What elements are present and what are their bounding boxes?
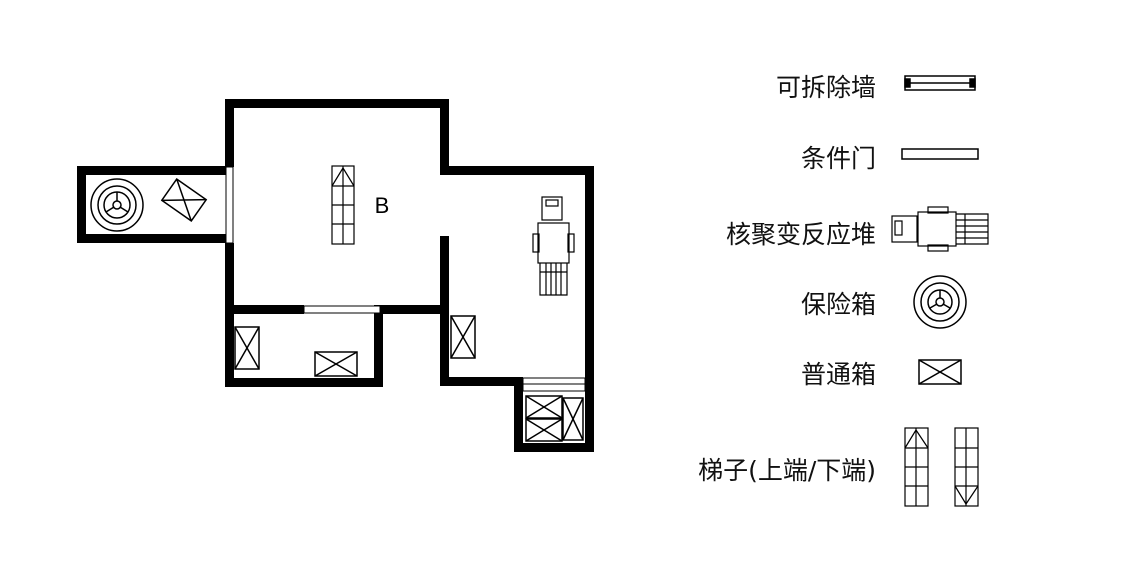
fusion-reactor-icon: [891, 206, 989, 252]
crate-icon[interactable]: [562, 397, 584, 441]
legend-label-removable-wall: 可拆除墙: [775, 73, 876, 102]
legend-label-crate: 普通箱: [800, 360, 876, 389]
removable-wall-icon: [904, 75, 976, 91]
legend-label-conditional-door: 条件门: [800, 144, 876, 173]
removable-wall-right[interactable]: [522, 377, 586, 392]
crate-icon[interactable]: [525, 395, 563, 419]
conditional-door-left[interactable]: [225, 166, 234, 244]
room-label-b: B: [375, 193, 390, 218]
fusion-reactor-icon[interactable]: [532, 196, 575, 296]
ladder-icon[interactable]: [331, 165, 355, 245]
legend-label-safe: 保险箱: [800, 290, 876, 319]
crate-icon[interactable]: [160, 177, 208, 223]
crate-icon[interactable]: [450, 315, 476, 359]
walls: [77, 99, 594, 452]
ladder-icon: [904, 427, 929, 507]
crate-icon[interactable]: [234, 326, 260, 370]
safe-icon[interactable]: [90, 178, 144, 232]
crate-icon[interactable]: [525, 418, 563, 442]
conditional-door-icon: [901, 148, 979, 160]
conditional-door-bottom[interactable]: [303, 305, 381, 314]
crate-icon: [918, 359, 962, 385]
safe-icon: [913, 275, 967, 329]
legend-label-ladder: 梯子(上端/下端): [698, 456, 876, 485]
legend-label-fusion-reactor: 核聚变反应堆: [725, 220, 876, 249]
ladder-icon: [954, 427, 979, 507]
crate-icon[interactable]: [314, 351, 358, 377]
